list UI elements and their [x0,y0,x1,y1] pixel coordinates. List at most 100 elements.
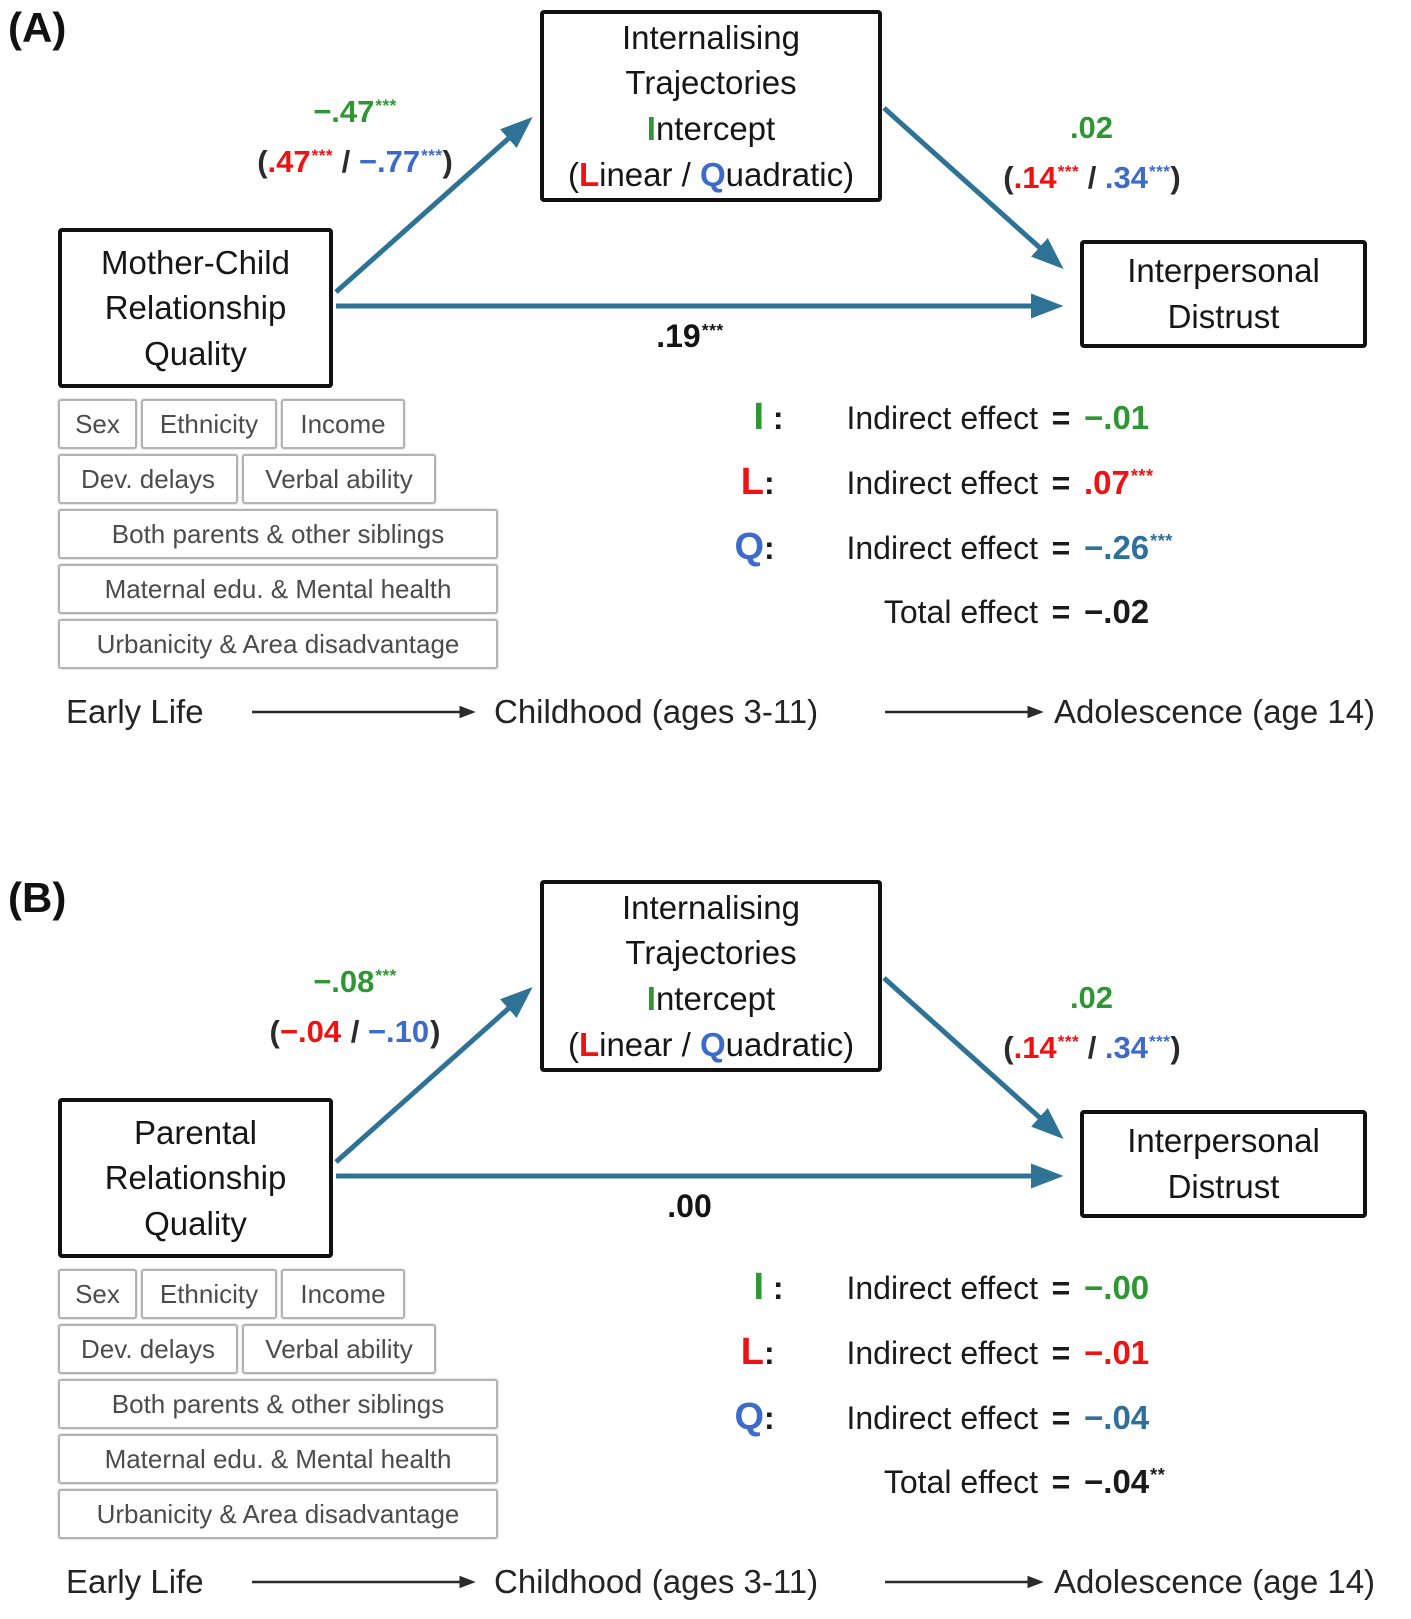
equals-sign: = [1051,530,1071,566]
intercept-value: .02 [1069,110,1114,146]
covariate-label: Ethnicity [159,408,259,439]
equals-sign: = [1051,400,1071,436]
significance-stars: *** [311,146,334,166]
covariate-urbanicity-area: Urbanicity & Area disadvantage [58,619,498,669]
covariate-maternal-edu-mental-health: Maternal edu. & Mental health [58,564,498,614]
covariate-label: Income [300,1278,386,1309]
effect-letter: L [740,1331,764,1373]
path-a-linear-quadratic: (.47*** / −.77***) [175,134,535,184]
value: −.04 [1084,1399,1150,1436]
significance-stars: *** [1057,162,1080,182]
significance-stars: ** [1150,1465,1166,1486]
predictor-line: Relationship [104,1159,287,1197]
covariate-label: Verbal ability [265,463,413,494]
equals-sign: = [1051,1464,1071,1500]
effect-label: Indirect effect [846,465,1038,501]
covariate-label: Maternal edu. & Mental health [104,573,452,604]
separator: / [333,144,359,180]
linear-value: .14 [1013,1030,1057,1066]
significance-stars: *** [1150,531,1173,552]
intercept-letter: I [646,110,656,147]
significance-stars: *** [1057,1032,1080,1052]
covariate-verbal-ability: Verbal ability [242,454,436,504]
panel-b-arrows [252,976,1064,1589]
effect-letter: L [740,461,764,503]
covariate-label: Dev. delays [81,463,215,494]
effects-legend: I : Indirect effect = −.00 L:Indirect effec… [700,1268,1165,1528]
outcome-line: Interpersonal [1127,252,1320,290]
mediator-line: Internalising [622,888,800,926]
quadratic-letter: Q [700,155,726,193]
panel-b: (B) Parental Relationship Quality Intern… [0,870,1411,1619]
intercept-value: −.47 [313,94,375,130]
covariate-urbanicity-area: Urbanicity & Area disadvantage [58,1489,498,1539]
direct-effect-label: .00 [600,1188,780,1225]
paren: ( [269,1014,280,1050]
effect-row-linear: L:Indirect effect=−.01 [700,1333,1165,1398]
mediator-line: Trajectories [625,64,797,102]
covariate-label: Sex [75,1278,120,1309]
covariate-label: Maternal edu. & Mental health [104,1443,452,1474]
value: −.04 [1084,1463,1150,1500]
quadratic-rest: uadratic) [725,155,855,193]
equals-sign: = [1051,1335,1071,1371]
path-a-linear-quadratic: (−.04 / −.10) [175,1004,535,1054]
covariate-parents-siblings: Both parents & other siblings [58,1379,498,1429]
predictor-box: Parental Relationship Quality [58,1098,333,1258]
effect-label: Total effect [883,1464,1038,1500]
arrow-predictor-to-mediator [334,987,533,1164]
outcome-line: Distrust [1167,1168,1280,1205]
linear-value: −.04 [279,1014,342,1050]
arrow-predictor-to-mediator [334,117,533,294]
effect-colon: : [764,465,775,501]
paren: ( [1003,1030,1014,1066]
significance-stars: *** [1149,162,1171,182]
effect-label: Indirect effect [846,1400,1038,1436]
value: −.00 [1084,1269,1150,1306]
effect-row-quadratic: Q:Indirect effect=−.26*** [700,528,1173,593]
effect-label: Indirect effect [846,1270,1038,1306]
quadratic-value: .34 [1104,1030,1149,1066]
timeline-stage-childhood: Childhood (ages 3-11) [494,1563,819,1600]
outcome-box: Interpersonal Distrust [1080,240,1367,348]
quadratic-value: −.77 [358,144,421,180]
predictor-box: Mother-Child Relationship Quality [58,228,333,388]
covariate-label: Both parents & other siblings [111,518,445,549]
effect-colon: : [764,530,775,566]
covariate-ethnicity: Ethnicity [141,1269,277,1319]
significance-stars: *** [375,96,397,115]
path-b-linear-quadratic: (.14*** / .34***) [922,1020,1262,1070]
panel-label: (A) [8,4,67,51]
effect-colon: : [764,1335,775,1371]
covariate-income: Income [281,399,405,449]
predictor-line: Relationship [104,289,287,327]
mediator-linquad-line: (Linear / Quadratic) [568,152,854,198]
linear-value: .14 [1013,160,1057,196]
intercept-value: .02 [1069,980,1114,1016]
arrow-mediator-to-outcome [882,976,1064,1140]
mediator-linquad-line: (Linear / Quadratic) [568,1022,854,1068]
effect-letter: Q [734,526,764,568]
value: .07 [1084,464,1130,501]
effect-row-total: Total effect=−.02 [700,593,1173,658]
effect-row-linear: L:Indirect effect=.07*** [700,463,1173,528]
covariate-dev-delays: Dev. delays [58,1324,238,1374]
effect-letter: I [753,396,764,438]
path-a-intercept: −.08*** [175,954,535,1004]
linear-rest: inear / [599,1025,700,1063]
path-b-intercept: .02 [922,100,1262,150]
timeline-stage-adolescence: Adolescence (age 14) [1054,693,1376,730]
direct-effect-value: .00 [667,1188,712,1224]
equals-sign: = [1051,1270,1071,1306]
timeline-stage-childhood: Childhood (ages 3-11) [494,693,819,730]
value: −.26 [1084,529,1150,566]
panel-label: (B) [8,874,67,921]
effect-letter: I [753,1266,764,1308]
paren: ) [442,144,453,180]
mediator-intercept-line: Intercept [647,976,775,1022]
equals-sign: = [1051,465,1071,501]
timeline-stage-early-life: Early Life [66,1563,204,1600]
direct-effect-value: .19 [656,318,701,354]
quadratic-letter: Q [700,1025,726,1063]
effect-row-total: Total effect = −.04** [700,1463,1165,1528]
